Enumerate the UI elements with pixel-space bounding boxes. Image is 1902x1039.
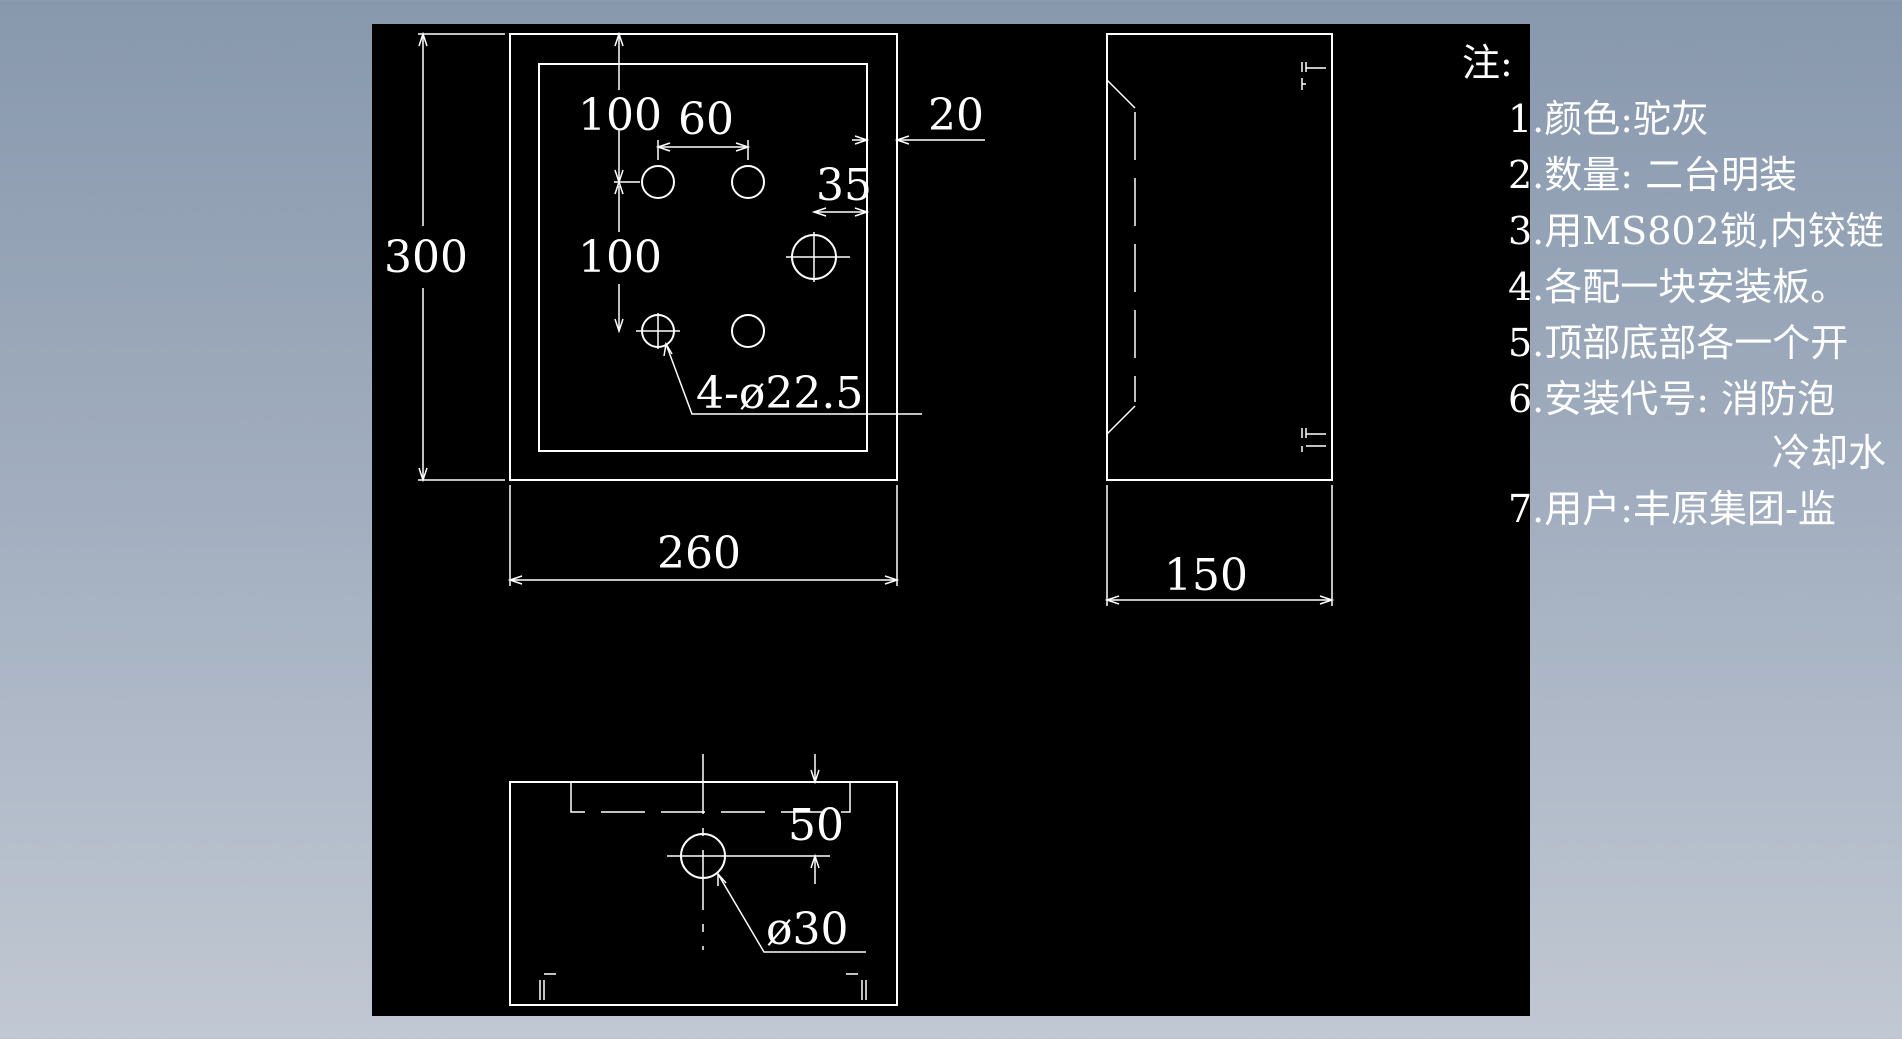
side-outline [1106,33,1333,481]
dim-arrow [1319,595,1335,605]
dim-arrow [854,135,870,145]
dim-arrow [810,769,820,785]
hole-bottom-right [731,314,765,348]
notes-title: 注: [1462,41,1513,85]
hole-top-left [641,165,675,199]
front-inner-panel [538,63,868,452]
note-item: 2.数量: 二台明装 [1508,153,1797,197]
corner-mark-right [846,973,867,1000]
dim-label-depth: 150 [1164,550,1248,601]
dim-arrow [418,467,428,483]
dim-label-frame-offset: 20 [928,90,984,141]
dim-arrow [614,31,624,47]
bottom-hole-callout: ø30 [766,904,848,955]
dim-label-height: 300 [384,232,468,283]
dim-arrow [1104,595,1120,605]
dim-arrow [717,872,727,886]
model-space-canvas[interactable] [372,24,1530,1016]
corner-mark-left [539,973,556,1000]
door-profile [1106,405,1136,435]
dim-arrow [655,142,671,152]
bottom-hole-leader [717,873,866,953]
side-view [1104,33,1335,606]
hole-top-right [731,165,765,199]
hinge-mark-bottom [1301,428,1326,452]
note-item: 3.用MS802锁,内铰链 [1508,209,1884,253]
bottom-inner-dashed [570,782,851,813]
dim-label-width: 260 [657,528,741,579]
dim-arrow [811,207,827,217]
dim-arrow [614,318,624,334]
dim-arrow [614,179,624,195]
dim-arrow [810,853,820,869]
dim-arrow [894,135,910,145]
dim-label-hole-spacing-v: 100 [578,232,662,283]
dim-label-side-offset: 35 [816,160,872,211]
door-profile [1106,79,1136,109]
dim-arrow [735,142,751,152]
note-item: 7.用户:丰原集团-监 [1508,487,1836,531]
dim-label-bottom-offset: 50 [788,800,844,851]
dim-label-top-offset: 100 [578,90,662,141]
note-item: 冷却水 [1772,431,1886,475]
holes-callout: 4-ø22.5 [696,368,863,419]
bottom-view [509,754,898,1006]
dim-label-hole-spacing-h: 60 [678,94,734,145]
front-outer-frame [509,33,898,481]
note-item: 4.各配一块安装板。 [1508,265,1848,309]
note-item: 1.颜色:驼灰 [1508,97,1709,141]
dim-arrow [663,341,673,357]
dim-arrow [418,31,428,47]
note-item: 5.顶部底部各一个开 [1508,321,1848,365]
holes-leader [665,343,922,415]
hinge-mark-top [1301,62,1326,90]
dim-arrow [884,575,900,585]
dim-arrow [507,575,523,585]
note-item: 6.安装代号: 消防泡 [1508,377,1835,421]
front-view [418,31,985,586]
dim-arrow [854,207,870,217]
